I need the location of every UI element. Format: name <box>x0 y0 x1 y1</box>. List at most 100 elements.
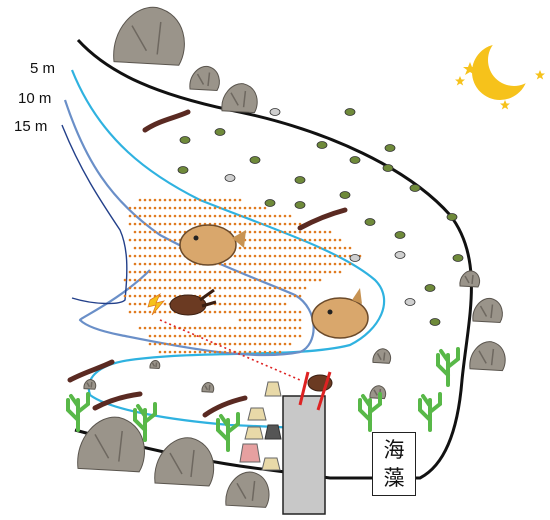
orange-dot <box>283 214 287 218</box>
orange-dot <box>148 246 152 250</box>
orange-dot <box>198 342 202 346</box>
orange-dot <box>148 342 152 346</box>
orange-dot <box>273 262 277 266</box>
orange-dot <box>293 294 297 298</box>
orange-dot <box>138 238 142 242</box>
orange-dot <box>223 326 227 330</box>
orange-dot <box>328 246 332 250</box>
orange-dot <box>128 278 132 282</box>
orange-dot <box>308 230 312 234</box>
orange-dot <box>163 246 167 250</box>
orange-dot <box>148 270 152 274</box>
orange-dot <box>243 222 247 226</box>
orange-dot <box>188 222 192 226</box>
orange-dot <box>283 342 287 346</box>
orange-dot <box>308 238 312 242</box>
orange-dot <box>258 326 262 330</box>
orange-dot <box>258 270 262 274</box>
orange-dot <box>288 310 292 314</box>
orange-dot <box>178 286 182 290</box>
orange-dot <box>238 326 242 330</box>
orange-dot <box>233 310 237 314</box>
orange-dot <box>288 270 292 274</box>
orange-dot <box>188 334 192 338</box>
orange-dot <box>183 262 187 266</box>
orange-dot <box>133 254 137 258</box>
orange-dot <box>288 334 292 338</box>
orange-dot <box>163 262 167 266</box>
pebble <box>424 284 436 292</box>
orange-dot <box>278 318 282 322</box>
pebble <box>214 128 226 136</box>
orange-dot <box>253 246 257 250</box>
orange-dot <box>258 302 262 306</box>
boulder-icon <box>113 6 185 66</box>
orange-dot <box>173 294 177 298</box>
orange-dot <box>293 286 297 290</box>
orange-dot <box>268 318 272 322</box>
orange-dot <box>243 350 247 354</box>
orange-dot <box>163 238 167 242</box>
orange-dot <box>238 318 242 322</box>
orange-dot <box>248 294 252 298</box>
orange-dot <box>158 198 162 202</box>
orange-dot <box>263 254 267 258</box>
orange-dot <box>223 310 227 314</box>
orange-dot <box>313 238 317 242</box>
depth-label-10m: 10 m <box>18 90 52 107</box>
orange-dot <box>258 222 262 226</box>
orange-dot <box>318 278 322 282</box>
boulder-icon <box>221 83 258 114</box>
orange-dot <box>128 222 132 226</box>
orange-dot <box>348 246 352 250</box>
orange-dot <box>258 254 262 258</box>
orange-dot <box>283 254 287 258</box>
orange-dot <box>258 262 262 266</box>
orange-dot <box>248 270 252 274</box>
orange-dot <box>323 262 327 266</box>
orange-dot <box>243 246 247 250</box>
orange-dot <box>303 278 307 282</box>
orange-dot <box>143 222 147 226</box>
orange-dot <box>208 286 212 290</box>
orange-dot <box>138 326 142 330</box>
contour-15m <box>61 124 128 305</box>
orange-dot <box>278 214 282 218</box>
orange-dot <box>273 326 277 330</box>
marker-icons <box>239 381 282 471</box>
orange-dot <box>123 278 127 282</box>
orange-dot <box>258 214 262 218</box>
pebble <box>264 199 276 207</box>
orange-dot <box>253 214 257 218</box>
orange-dot <box>173 286 177 290</box>
orange-dot <box>258 230 262 234</box>
orange-dot <box>158 326 162 330</box>
orange-dot <box>213 334 217 338</box>
pebble <box>269 108 281 116</box>
orange-dot <box>253 286 257 290</box>
orange-dot <box>228 294 232 298</box>
orange-dot <box>238 270 242 274</box>
orange-dot <box>293 310 297 314</box>
orange-dot <box>203 206 207 210</box>
orange-dot <box>188 286 192 290</box>
orange-dot <box>213 278 217 282</box>
orange-dot <box>203 342 207 346</box>
orange-dot <box>193 342 197 346</box>
seaweed-icon <box>418 392 442 432</box>
orange-dot <box>168 270 172 274</box>
orange-dot <box>308 262 312 266</box>
orange-dot <box>248 278 252 282</box>
orange-dot <box>268 326 272 330</box>
orange-dot <box>218 222 222 226</box>
orange-dot <box>248 326 252 330</box>
orange-dot <box>138 310 142 314</box>
seaweed-icon <box>66 392 90 432</box>
boulder-icon <box>83 379 97 390</box>
boulder-icon <box>225 471 270 508</box>
orange-dot <box>278 230 282 234</box>
orange-dot <box>148 222 152 226</box>
orange-dot <box>303 246 307 250</box>
red-marks <box>298 371 332 411</box>
